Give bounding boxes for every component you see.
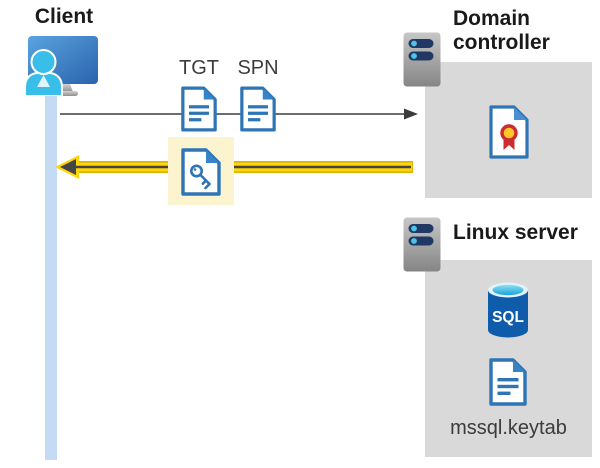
- sql-database-label: SQL: [492, 309, 524, 326]
- spn-label: SPN: [237, 57, 279, 79]
- person-icon: [24, 49, 63, 96]
- response-arrow: [55, 155, 413, 179]
- person-at-monitor-icon: [24, 36, 98, 96]
- sql-database-icon: SQL: [488, 282, 528, 338]
- tgt-document-icon: [181, 86, 217, 132]
- client-timeline-bar: [45, 90, 57, 460]
- domain-controller-server-icon: [403, 32, 441, 87]
- request-arrow: [60, 108, 418, 120]
- domain-controller-title: Domain controller: [453, 7, 550, 55]
- spn-document-icon: [240, 86, 276, 132]
- certificate-icon: [489, 105, 529, 159]
- tgt-label: TGT: [179, 57, 219, 79]
- key-glyph: [190, 164, 211, 190]
- key-document-icon: [181, 148, 221, 196]
- linux-server-icon: [403, 217, 441, 272]
- keytab-document-icon: [489, 358, 527, 406]
- linux-server-title: Linux server: [453, 221, 578, 244]
- client-title: Client: [34, 5, 94, 28]
- keytab-label: mssql.keytab: [450, 417, 567, 439]
